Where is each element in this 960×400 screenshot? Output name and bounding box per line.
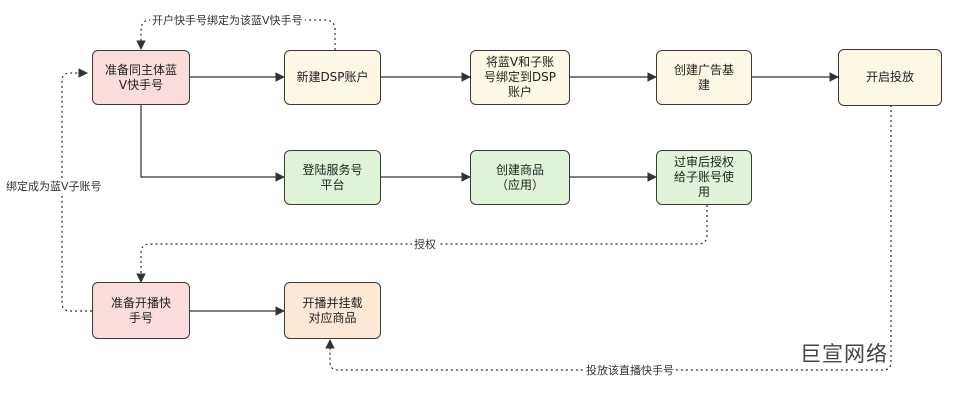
- node-authorize-sub: 过审后授权 给子账号使 用: [656, 150, 752, 205]
- node-login-service: 登陆服务号 平台: [284, 150, 381, 205]
- node-create-ad: 创建广告基 建: [656, 50, 752, 105]
- node-start-ads: 开启投放: [838, 49, 942, 106]
- label-bind-sub: 绑定成为蓝V子账号: [4, 180, 104, 193]
- node-live-mount: 开播并挂载 对应商品: [284, 282, 381, 339]
- node-prepare-live: 准备开播快 手号: [92, 282, 190, 339]
- edge-prepare-to-login: [140, 105, 285, 182]
- label-deliver: 投放该直播快手号: [584, 364, 676, 377]
- label-open-bind: 开户快手号绑定为该蓝V快手号: [150, 14, 305, 27]
- node-prepare-blue-v: 准备同主体蓝 V快手号: [92, 50, 190, 105]
- label-authorize: 授权: [412, 238, 438, 251]
- node-bind-dsp: 将蓝V和子账 号绑定到DSP 账户: [470, 50, 570, 105]
- node-create-product: 创建商品 （应用）: [470, 150, 570, 205]
- node-new-dsp: 新建DSP账户: [284, 50, 381, 105]
- watermark-logo-text: 巨宣网络: [800, 342, 888, 366]
